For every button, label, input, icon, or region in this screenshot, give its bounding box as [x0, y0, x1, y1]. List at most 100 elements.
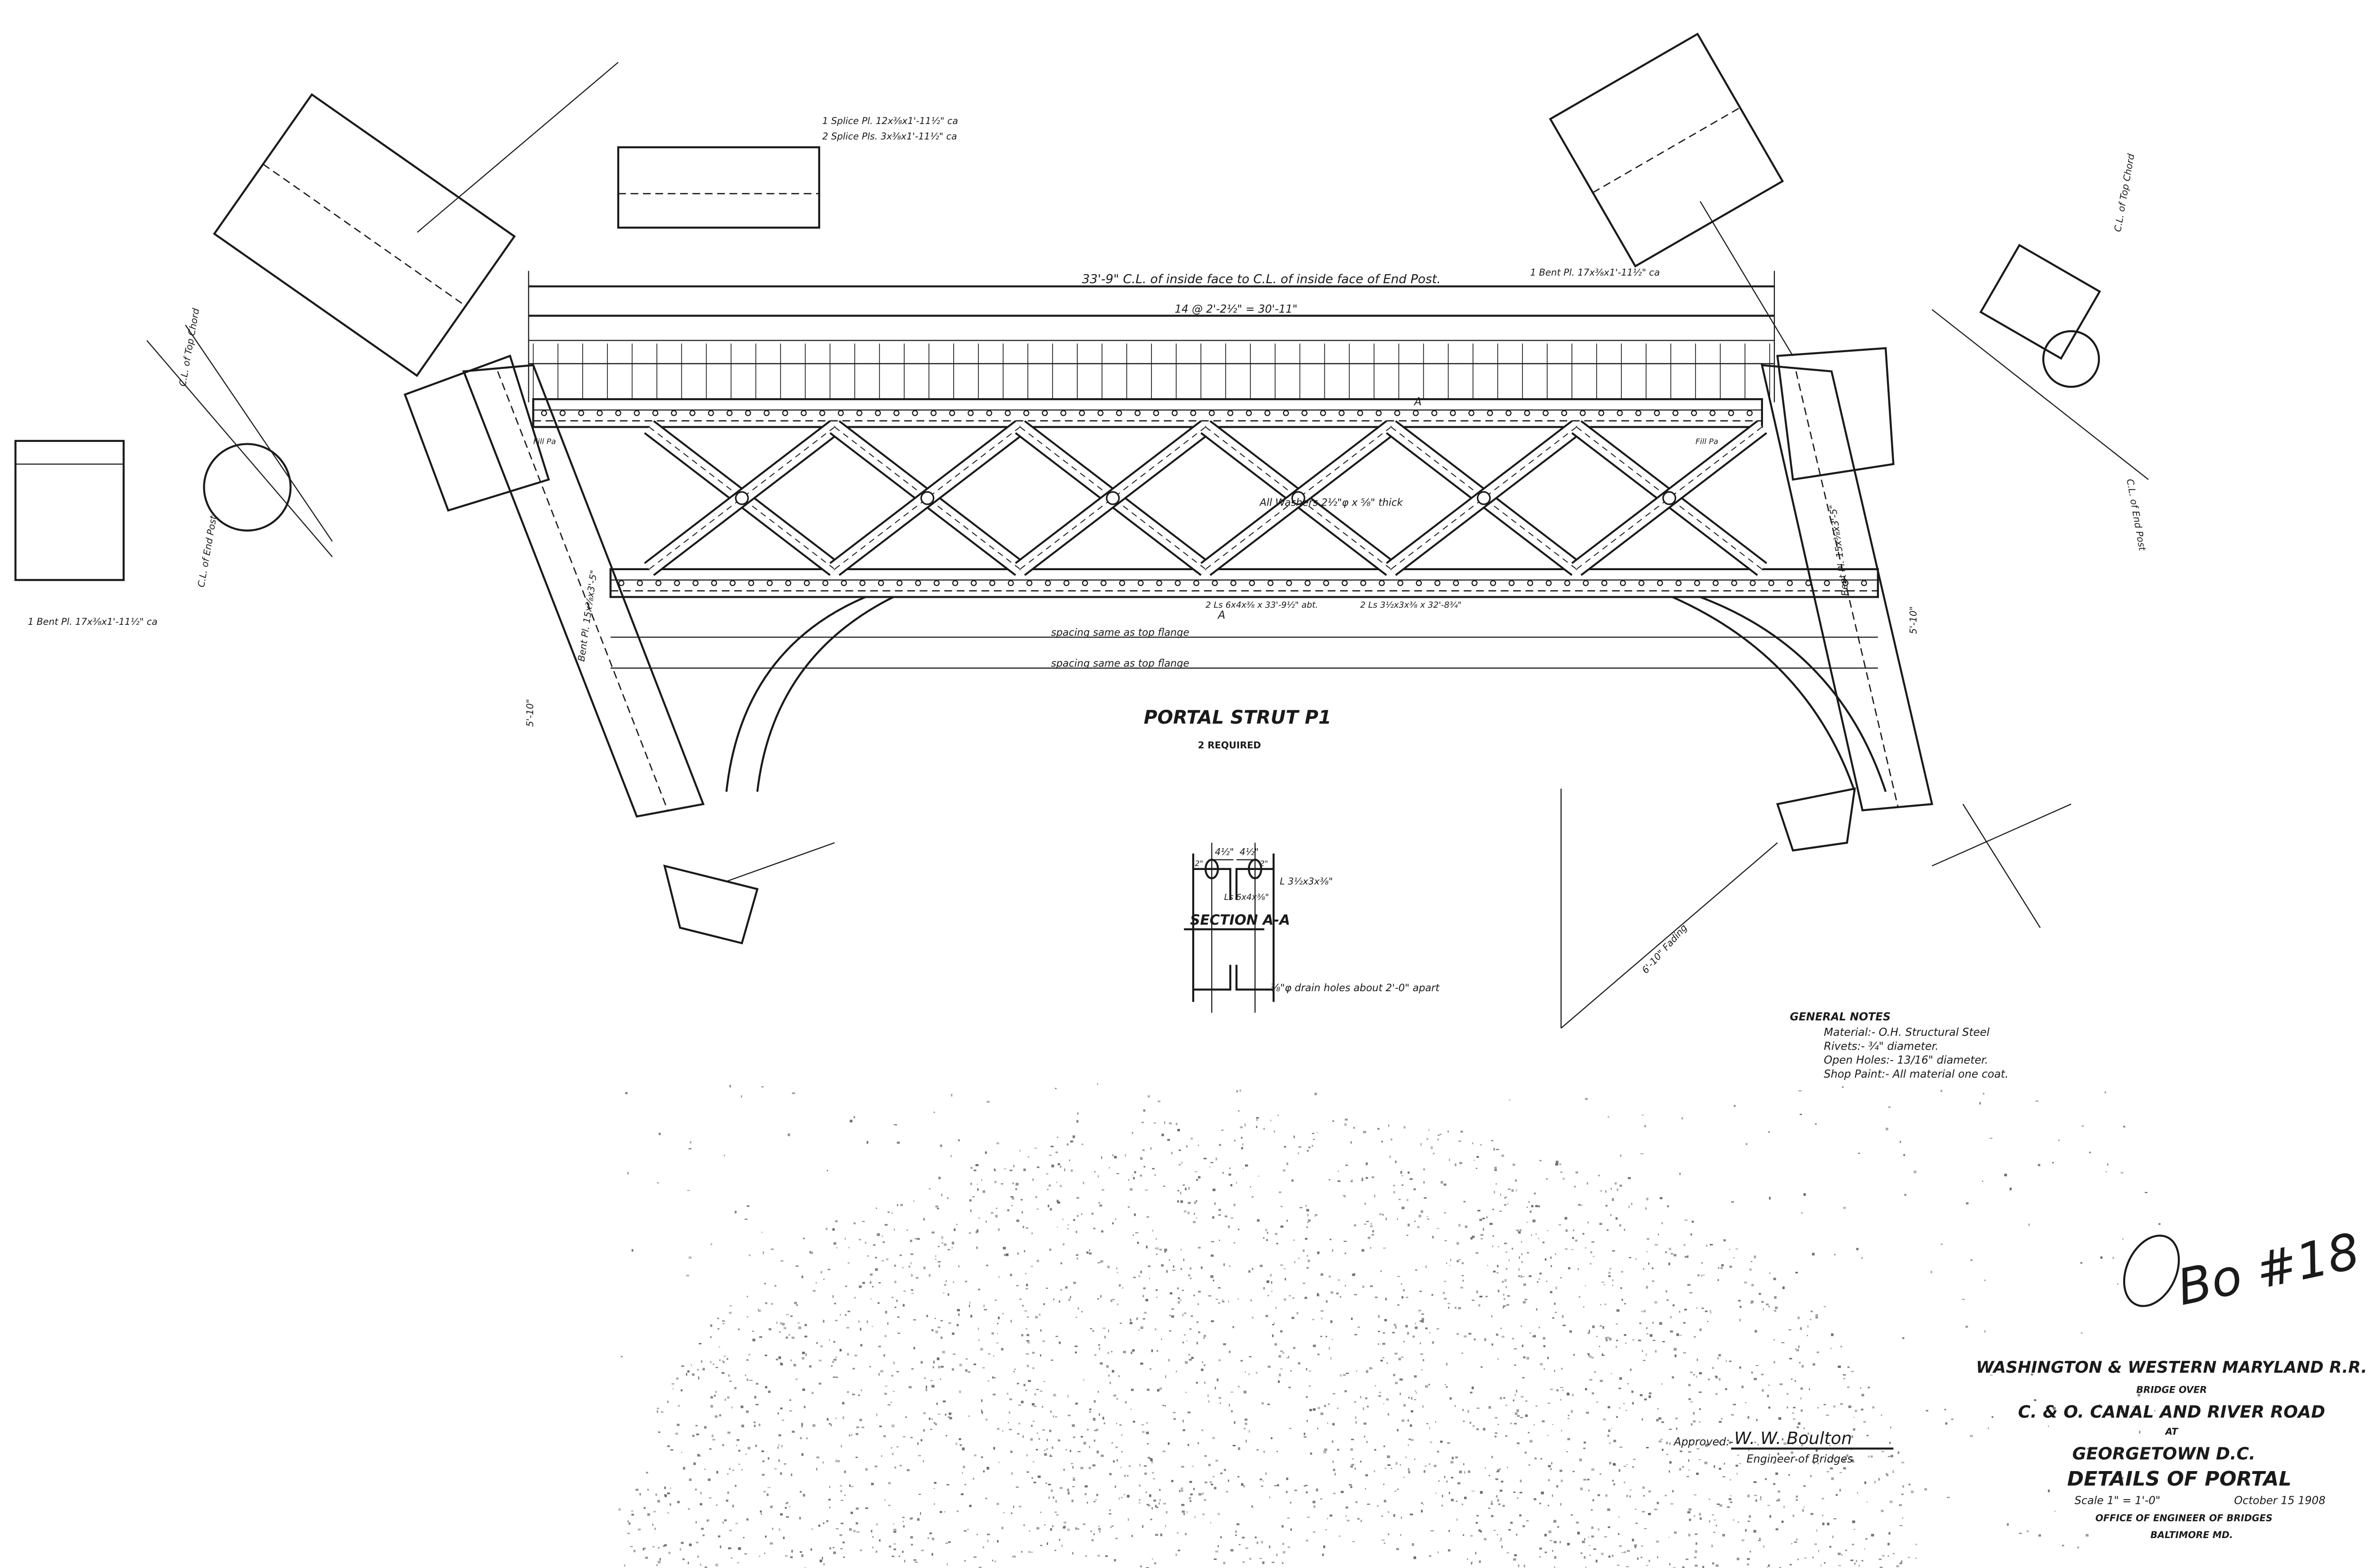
speckle-dot	[780, 1362, 782, 1366]
speckle-dot	[1610, 1268, 1611, 1270]
speckle-dot	[1185, 1187, 1187, 1191]
section-mark-top: A	[1413, 396, 1422, 408]
rivet	[1079, 410, 1085, 416]
speckle-dot	[1420, 1143, 1422, 1146]
speckle-dot	[1601, 1552, 1604, 1555]
speckle-dot	[1139, 1484, 1141, 1487]
speckle-dot	[1221, 1129, 1224, 1131]
speckle-dot	[1109, 1382, 1111, 1384]
speckle-dot	[1148, 1456, 1150, 1459]
speckle-dot	[1150, 1368, 1151, 1370]
speckle-dot	[1342, 1195, 1345, 1196]
speckle-dot	[1760, 1499, 1762, 1501]
speckle-dot	[1040, 1390, 1043, 1392]
portal-strut-title: PORTAL STRUT P1	[1144, 707, 1332, 728]
speckle-dot	[1777, 1490, 1781, 1493]
speckle-dot	[2058, 1139, 2060, 1141]
speckle-dot	[1674, 1531, 1677, 1534]
speckle-dot	[1142, 1295, 1144, 1298]
speckle-dot	[924, 1377, 926, 1379]
speckle-dot	[1093, 1439, 1096, 1442]
speckle-dot	[1284, 1278, 1286, 1281]
rivet	[559, 410, 566, 416]
speckle-dot	[1345, 1515, 1347, 1517]
speckle-dot	[891, 1297, 894, 1298]
speckle-dot	[1114, 1485, 1116, 1488]
speckle-dot	[1332, 1120, 1334, 1122]
speckle-dot	[1109, 1167, 1110, 1169]
speckle-dot	[1480, 1238, 1483, 1240]
speckle-dot	[1483, 1428, 1485, 1431]
speckle-dot	[1409, 1178, 1413, 1180]
speckle-dot	[1480, 1366, 1483, 1368]
speckle-dot	[1504, 1279, 1507, 1282]
speckle-dot	[1495, 1471, 1499, 1472]
speckle-dot	[1688, 1533, 1691, 1537]
speckle-dot	[1232, 1326, 1234, 1329]
speckle-dot	[1419, 1342, 1421, 1345]
speckle-dot	[873, 1244, 876, 1246]
speckle-dot	[1274, 1343, 1277, 1346]
rivet	[1100, 580, 1107, 586]
speckle-dot	[1767, 1505, 1771, 1506]
speckle-dot	[894, 1281, 897, 1283]
speckle-dot	[1544, 1551, 1547, 1553]
speckle-dot	[692, 1373, 695, 1376]
speckle-dot	[1458, 1140, 1461, 1142]
speckle-dot	[1673, 1567, 1676, 1568]
speckle-dot	[1100, 1362, 1103, 1365]
speckle-dot	[1393, 1323, 1397, 1326]
speckle-dot	[1026, 1340, 1030, 1342]
speckle-dot	[1131, 1535, 1133, 1537]
speckle-dot	[1498, 1503, 1501, 1505]
speckle-dot	[1489, 1223, 1493, 1225]
speckle-dot	[1587, 1479, 1590, 1481]
speckle-dot	[1097, 1298, 1099, 1300]
speckle-dot	[833, 1295, 834, 1298]
speckle-dot	[1065, 1449, 1067, 1451]
speckle-dot	[952, 1332, 955, 1335]
speckle-dot	[735, 1485, 737, 1487]
speckle-dot	[1168, 1359, 1170, 1362]
speckle-dot	[936, 1402, 938, 1405]
speckle-dot	[1694, 1515, 1696, 1517]
speckle-dot	[921, 1549, 924, 1551]
speckle-dot	[1009, 1169, 1013, 1171]
speckle-dot	[839, 1348, 842, 1352]
speckle-dot	[1508, 1259, 1510, 1262]
speckle-dot	[1040, 1545, 1043, 1546]
speckle-dot	[727, 1396, 729, 1399]
speckle-dot	[1101, 1454, 1104, 1457]
speckle-dot	[1841, 1554, 1843, 1556]
speckle-dot	[1329, 1347, 1330, 1350]
speckle-dot	[1801, 1212, 1803, 1214]
speckle-dot	[1626, 1494, 1629, 1497]
speckle-dot	[1188, 1497, 1191, 1500]
speckle-dot	[1610, 1373, 1612, 1374]
speckle-dot	[1516, 1229, 1519, 1232]
speckle-dot	[719, 1414, 721, 1416]
speckle-dot	[689, 1147, 692, 1150]
speckle-dot	[1220, 1536, 1222, 1539]
speckle-dot	[1169, 1330, 1171, 1332]
speckle-dot	[1198, 1442, 1199, 1444]
speckle-dot	[1396, 1548, 1399, 1550]
speckle-dot	[1790, 1564, 1792, 1566]
speckle-dot	[2080, 1332, 2083, 1334]
speckle-dot	[1754, 1495, 1757, 1496]
speckle-dot	[1504, 1298, 1505, 1300]
speckle-dot	[1739, 1319, 1741, 1322]
speckle-dot	[1504, 1243, 1507, 1244]
speckle-dot	[1451, 1499, 1454, 1501]
speckle-dot	[744, 1218, 747, 1220]
speckle-dot	[1051, 1359, 1054, 1361]
speckle-dot	[1598, 1175, 1600, 1176]
speckle-dot	[1218, 1240, 1220, 1241]
speckle-dot	[1099, 1347, 1101, 1350]
speckle-dot	[1682, 1566, 1685, 1568]
speckle-dot	[1773, 1483, 1775, 1485]
speckle-dot	[1881, 1510, 1884, 1512]
speckle-dot	[1372, 1230, 1374, 1233]
speckle-dot	[1081, 1436, 1083, 1438]
